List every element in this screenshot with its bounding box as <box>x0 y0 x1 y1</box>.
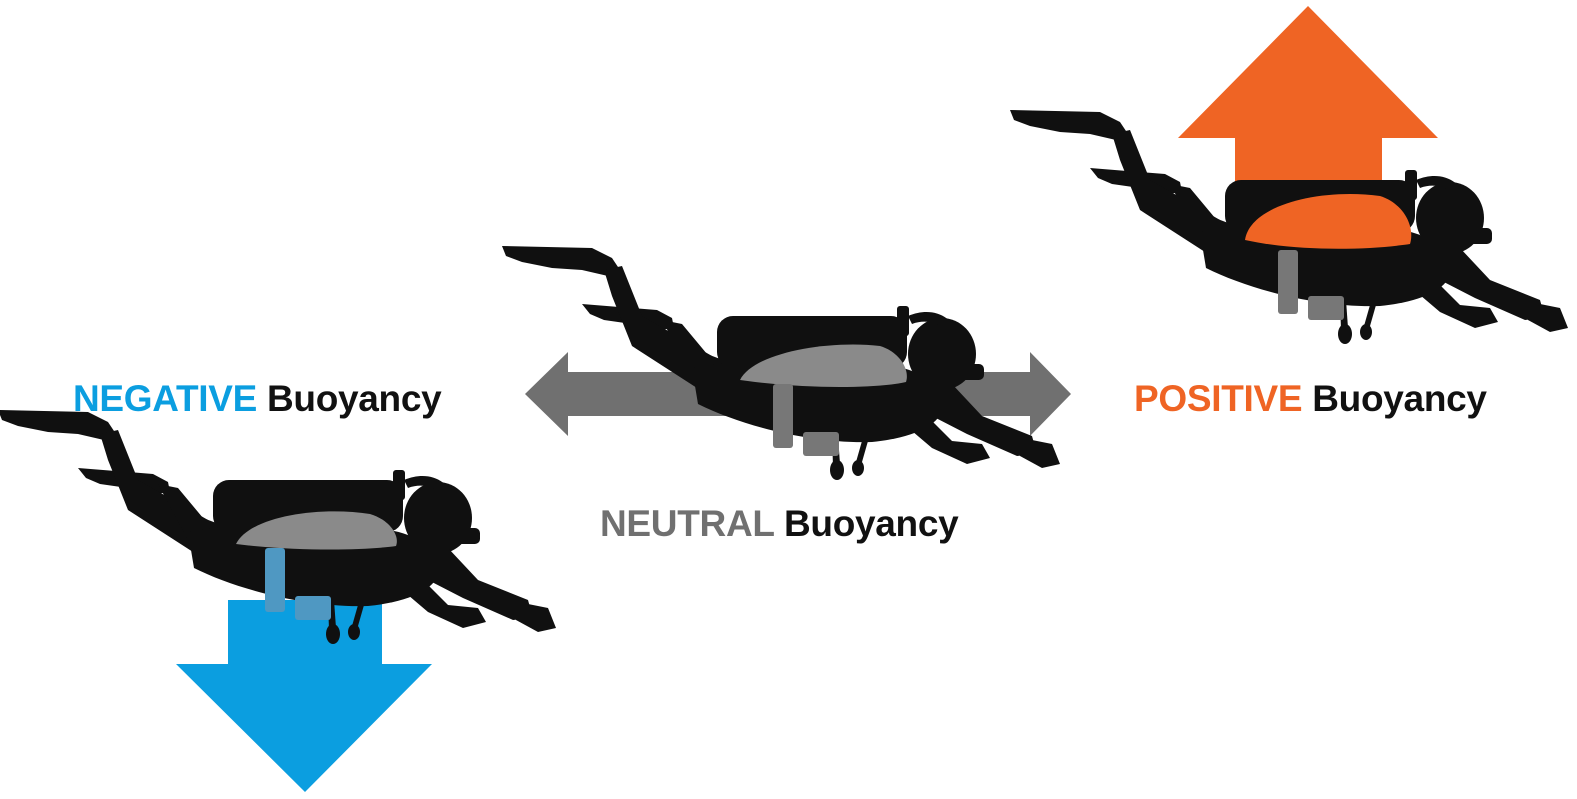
positive-keyword: POSITIVE <box>1134 378 1303 419</box>
bcd-inflated <box>1245 194 1412 249</box>
buoyancy-word: Buoyancy <box>783 503 959 544</box>
tank-strap <box>265 548 285 612</box>
negative-keyword: NEGATIVE <box>73 378 257 419</box>
weight-pocket <box>295 596 331 620</box>
tank-strap <box>773 384 793 448</box>
buoyancy-word: Buoyancy <box>1312 378 1487 419</box>
buoyancy-word: Buoyancy <box>266 378 442 419</box>
tank-strap <box>1278 250 1298 314</box>
diver-neutral <box>502 246 1060 480</box>
diver-negative <box>0 410 556 644</box>
weight-pocket <box>1308 296 1344 320</box>
weight-pocket <box>803 432 839 456</box>
up-arrow-icon <box>1178 6 1438 200</box>
bcd-deflated <box>236 511 397 550</box>
bcd-deflated <box>740 344 907 387</box>
neutral-buoyancy-label: NEUTRAL Buoyancy <box>600 503 959 544</box>
diver-positive <box>1010 110 1568 344</box>
negative-buoyancy-label: NEGATIVE Buoyancy <box>73 378 442 419</box>
down-arrow-icon <box>176 600 432 792</box>
neutral-keyword: NEUTRAL <box>600 503 774 544</box>
positive-buoyancy-label: POSITIVE Buoyancy <box>1134 380 1487 417</box>
